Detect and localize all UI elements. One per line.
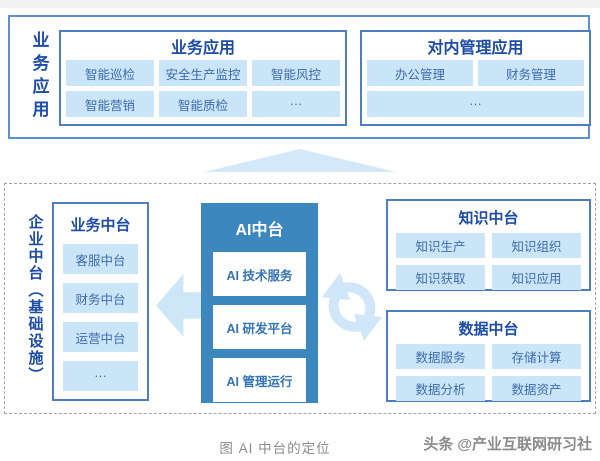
- platform-cell: 知识生产: [396, 233, 485, 258]
- ai-platform-items: AI 技术服务 AI 研发平台 AI 管理运行: [201, 252, 318, 402]
- platform-cell: 数据资产: [492, 376, 581, 401]
- app-cell: 智能巡检: [66, 60, 154, 86]
- top-edge-strip: [0, 0, 600, 8]
- knowledge-platform-title: 知识中台: [458, 210, 519, 227]
- platform-cell: 客服中台: [63, 244, 138, 274]
- up-arrow-icon: [204, 149, 396, 172]
- business-applications-section: 业务应用 业务应用 智能巡检 安全生产监控 智能风控 智能营销 智能质检 ···…: [8, 15, 591, 139]
- knowledge-platform-box: 知识中台 知识生产 知识组织 知识获取 知识应用: [386, 199, 591, 291]
- toutiao-logo: 头条: [423, 436, 454, 453]
- platform-cell: 运营中台: [63, 322, 138, 352]
- watermark: 头条@产业互联网研习社: [423, 433, 592, 454]
- platform-cell: 知识获取: [396, 265, 485, 290]
- business-application-title: 业务应用: [170, 39, 235, 57]
- app-cell-ellipsis: ···: [367, 91, 584, 117]
- business-application-box: 业务应用 智能巡检 安全生产监控 智能风控 智能营销 智能质检 ···: [59, 30, 347, 126]
- app-cell: 财务管理: [478, 60, 584, 86]
- figure-caption: 图 AI 中台的定位: [219, 441, 331, 456]
- platform-cell: 知识应用: [492, 265, 581, 290]
- business-platform-box: 业务中台 客服中台 财务中台 运营中台 ···: [52, 202, 149, 401]
- business-platform-items: 客服中台 财务中台 运营中台 ···: [54, 244, 147, 391]
- app-cell-ellipsis: ···: [252, 91, 340, 117]
- app-cell: 智能风控: [252, 60, 340, 86]
- internal-management-box: 对内管理应用 办公管理 财务管理 ···: [360, 30, 591, 126]
- app-cell: 办公管理: [367, 60, 473, 86]
- platform-cell: 存储计算: [492, 344, 581, 369]
- data-platform-box: 数据中台 数据服务 存储计算 数据分析 数据资产: [386, 310, 591, 402]
- business-application-grid: 智能巡检 安全生产监控 智能风控 智能营销 智能质检 ···: [61, 59, 345, 117]
- platform-cell: 财务中台: [63, 283, 138, 313]
- business-applications-side-label: 业务应用: [29, 31, 49, 123]
- data-platform-grid: 数据服务 存储计算 数据分析 数据资产: [388, 344, 589, 401]
- platform-cell: 数据服务: [396, 344, 485, 369]
- app-cell: 智能质检: [159, 91, 247, 117]
- platform-cell: 知识组织: [492, 233, 581, 258]
- internal-management-title: 对内管理应用: [427, 39, 524, 57]
- business-platform-title: 业务中台: [70, 217, 131, 234]
- internal-management-grid: 办公管理 财务管理 ···: [362, 59, 589, 117]
- app-cell: 智能营销: [66, 91, 154, 117]
- watermark-handle: @产业互联网研习社: [457, 436, 592, 453]
- ai-platform-cell: AI 技术服务: [213, 252, 306, 296]
- platform-cell-ellipsis: ···: [63, 361, 138, 391]
- enterprise-platform-side-label: 企业中台（基础设施）: [26, 213, 44, 384]
- ai-platform-cell: AI 管理运行: [213, 358, 306, 402]
- knowledge-platform-grid: 知识生产 知识组织 知识获取 知识应用: [388, 233, 589, 290]
- app-cell: 安全生产监控: [159, 60, 247, 86]
- platform-cell: 数据分析: [396, 376, 485, 401]
- sync-cycle-icon: [322, 273, 382, 341]
- ai-platform-title: AI中台: [235, 222, 284, 239]
- ai-platform-box: AI中台 AI 技术服务 AI 研发平台 AI 管理运行: [201, 203, 318, 403]
- enterprise-platform-section: 企业中台（基础设施） 业务中台 客服中台 财务中台 运营中台 ··· AI中台 …: [4, 183, 596, 414]
- data-platform-title: 数据中台: [458, 321, 519, 338]
- ai-platform-cell: AI 研发平台: [213, 305, 306, 349]
- left-arrow-icon: [156, 274, 205, 337]
